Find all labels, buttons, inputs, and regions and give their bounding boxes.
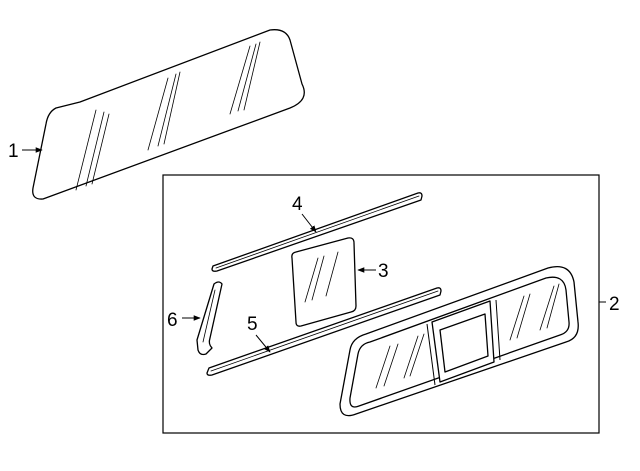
callout-3: 3 xyxy=(378,261,389,282)
vertical-seal-channel xyxy=(196,281,223,356)
callout-6: 6 xyxy=(167,310,178,331)
upper-seal-strip xyxy=(211,192,423,272)
sliding-window-assembly xyxy=(339,265,579,417)
callout-2: 2 xyxy=(609,294,620,315)
rear-window-glass xyxy=(32,29,305,200)
callout-4: 4 xyxy=(292,194,303,215)
sliding-glass-pane xyxy=(291,237,357,327)
callout-5: 5 xyxy=(247,314,258,335)
callout-1: 1 xyxy=(8,141,19,162)
lower-seal-strip xyxy=(206,287,442,376)
assembly-box xyxy=(162,174,600,434)
